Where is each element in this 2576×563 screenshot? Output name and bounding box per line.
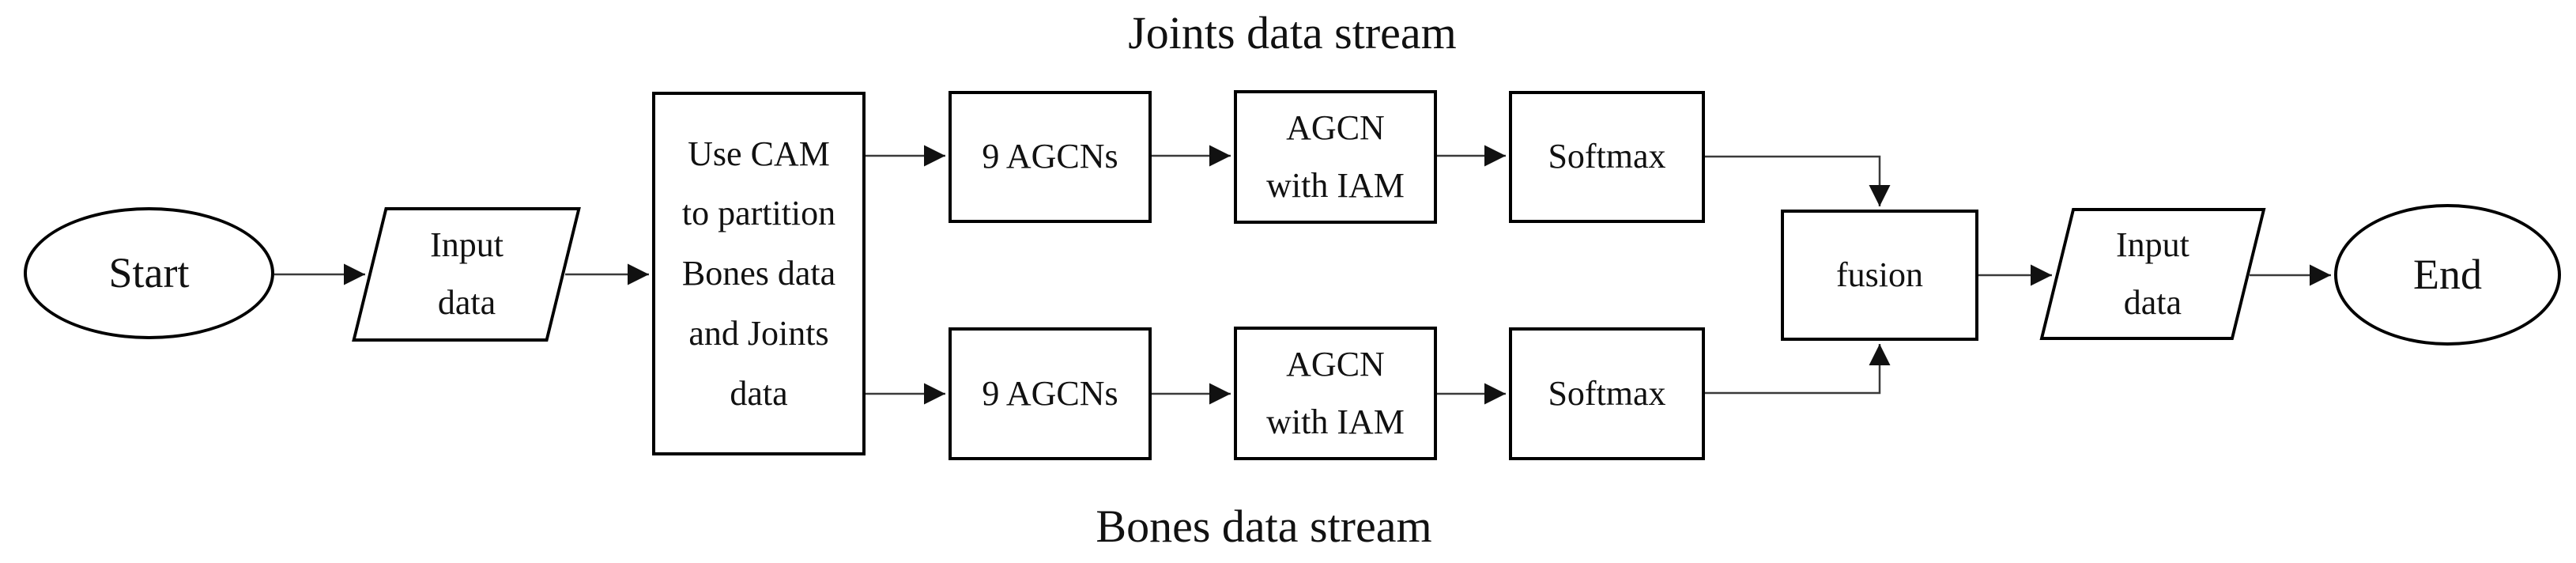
- agcns-bones-node: 9 AGCNs: [949, 327, 1152, 460]
- softmax-bones-node: Softmax: [1509, 327, 1705, 460]
- softmax-bones-label: Softmax: [1548, 373, 1666, 413]
- agcn-iam-joints-node: AGCN with IAM: [1234, 90, 1437, 224]
- agcns-joints-node: 9 AGCNs: [949, 91, 1152, 223]
- start-node: Start: [24, 207, 274, 339]
- arrow-softmax-bones-to-fusion: [1705, 344, 1891, 395]
- arrow-softmax-joints-to-fusion: [1705, 155, 1891, 206]
- input-data-node-1: Input data: [352, 207, 581, 342]
- agcn-iam-bones-label: AGCN with IAM: [1266, 344, 1405, 441]
- joints-stream-title: Joints data stream: [1128, 7, 1457, 59]
- input-data-node-2: Input data: [2039, 208, 2266, 340]
- softmax-joints-label: Softmax: [1548, 137, 1666, 176]
- input-data-label-2: Input data: [2116, 225, 2189, 322]
- cam-partition-node: Use CAM to partition Bones data and Join…: [652, 92, 866, 455]
- input-data-label-1: Input data: [429, 225, 504, 322]
- end-label: End: [2413, 250, 2482, 298]
- agcns-joints-label: 9 AGCNs: [982, 137, 1118, 176]
- agcn-iam-joints-label: AGCN with IAM: [1266, 108, 1405, 205]
- start-label: Start: [108, 248, 190, 297]
- end-node: End: [2334, 204, 2561, 346]
- cam-partition-label: Use CAM to partition Bones data and Join…: [681, 134, 836, 413]
- bones-stream-title: Bones data stream: [1096, 501, 1432, 552]
- agcns-bones-label: 9 AGCNs: [982, 373, 1118, 413]
- fusion-node: fusion: [1781, 210, 1978, 341]
- softmax-joints-node: Softmax: [1509, 91, 1705, 223]
- fusion-label: fusion: [1836, 255, 1923, 294]
- agcn-iam-bones-node: AGCN with IAM: [1234, 327, 1437, 460]
